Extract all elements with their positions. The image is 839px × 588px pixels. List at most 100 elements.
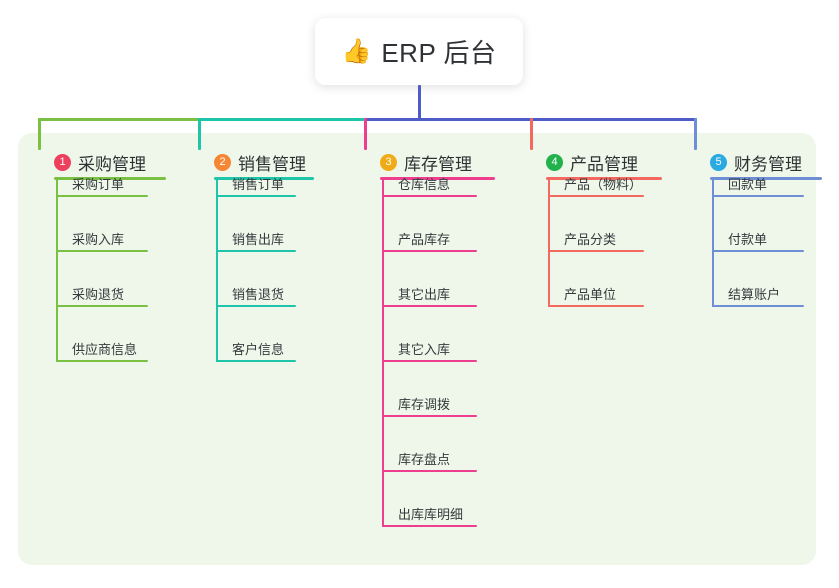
leaf-node[interactable]: 出库库明细	[382, 499, 477, 527]
leaf-label: 采购订单	[72, 177, 125, 192]
branch-column-2: 2 销售管理销售订单销售出库销售退货客户信息	[196, 145, 336, 362]
leaf-label: 其它入库	[398, 342, 451, 357]
branch-header-rule-5	[710, 177, 822, 180]
leaf-label: 采购入库	[72, 232, 125, 247]
branch-title-3: 库存管理	[404, 154, 472, 174]
branch-column-1: 1 采购管理采购订单采购入库采购退货供应商信息	[36, 145, 188, 362]
leaf-label: 付款单	[728, 232, 768, 247]
leaf-label: 产品（物料）	[564, 177, 643, 192]
branch-title-5: 财务管理	[734, 154, 802, 174]
branch-badge-1: 1	[54, 153, 71, 171]
branch-title-2: 销售管理	[238, 154, 306, 174]
leaf-node[interactable]: 客户信息	[216, 334, 296, 362]
leaf-node[interactable]: 采购退货	[56, 279, 148, 307]
branch-column-3: 3 库存管理仓库信息产品库存其它出库其它入库库存调拨库存盘点出库库明细	[362, 145, 517, 527]
branch-trunk-3	[382, 178, 384, 527]
leaf-label: 库存调拨	[398, 397, 451, 412]
leaf-rule	[548, 250, 644, 252]
leaf-node[interactable]: 回款单	[712, 169, 804, 197]
leaf-node[interactable]: 仓库信息	[382, 169, 477, 197]
leaf-node[interactable]: 其它入库	[382, 334, 477, 362]
leaf-rule	[216, 305, 296, 307]
branch-header-rule-3	[380, 177, 495, 180]
leaf-label: 销售订单	[232, 177, 285, 192]
leaf-label: 仓库信息	[398, 177, 451, 192]
branch-header-rule-1	[54, 177, 166, 180]
branch-trunk-5	[712, 178, 714, 307]
drop-col-5	[694, 118, 697, 150]
leaf-rule	[56, 195, 148, 197]
leaf-label: 结算账户	[728, 287, 781, 302]
leaf-node[interactable]: 产品单位	[548, 279, 644, 307]
leaf-rule	[216, 195, 296, 197]
leaf-label: 客户信息	[232, 342, 285, 357]
thumbs-up-icon: 👍	[341, 37, 372, 65]
leaf-node[interactable]: 供应商信息	[56, 334, 148, 362]
leaf-node[interactable]: 库存盘点	[382, 444, 477, 472]
leaf-node[interactable]: 采购订单	[56, 169, 148, 197]
leaf-label: 出库库明细	[398, 507, 464, 522]
leaf-rule	[382, 195, 477, 197]
leaf-rule	[56, 305, 148, 307]
leaf-node[interactable]: 库存调拨	[382, 389, 477, 417]
leaf-label: 产品库存	[398, 232, 451, 247]
leaf-rule	[216, 360, 296, 362]
leaf-label: 销售出库	[232, 232, 285, 247]
branch-header-1[interactable]: 1 采购管理	[36, 145, 188, 179]
root-node[interactable]: 👍 ERP 后台	[315, 18, 523, 85]
branch-title-1: 采购管理	[78, 154, 146, 174]
leaf-node[interactable]: 销售订单	[216, 169, 296, 197]
leaf-rule	[382, 470, 477, 472]
leaf-label: 产品单位	[564, 287, 617, 302]
drop-col-1	[38, 118, 41, 150]
branch-trunk-2	[216, 178, 218, 362]
leaf-node[interactable]: 销售退货	[216, 279, 296, 307]
leaf-label: 产品分类	[564, 232, 617, 247]
leaf-node[interactable]: 采购入库	[56, 224, 148, 252]
drop-col-3	[364, 118, 367, 150]
leaf-node[interactable]: 结算账户	[712, 279, 804, 307]
leaf-label: 库存盘点	[398, 452, 451, 467]
drop-col-4	[530, 118, 533, 150]
branch-badge-2: 2	[214, 153, 231, 171]
leaf-node[interactable]: 产品（物料）	[548, 169, 644, 197]
leaf-node[interactable]: 付款单	[712, 224, 804, 252]
leaf-label: 销售退货	[232, 287, 285, 302]
leaf-node[interactable]: 产品分类	[548, 224, 644, 252]
leaf-rule	[548, 195, 644, 197]
leaf-rule	[216, 250, 296, 252]
leaf-rule	[382, 305, 477, 307]
leaf-label: 其它出库	[398, 287, 451, 302]
branch-header-rule-2	[214, 177, 314, 180]
diagram-panel	[18, 133, 816, 565]
branch-header-2[interactable]: 2 销售管理	[196, 145, 336, 179]
leaf-node[interactable]: 其它出库	[382, 279, 477, 307]
leaf-label: 回款单	[728, 177, 768, 192]
branch-badge-3: 3	[380, 153, 397, 171]
branch-header-4[interactable]: 4 产品管理	[528, 145, 684, 179]
leaf-rule	[56, 360, 148, 362]
branch-trunk-4	[548, 178, 550, 307]
leaf-label: 供应商信息	[72, 342, 138, 357]
branch-badge-4: 4	[546, 153, 563, 171]
leaf-rule	[712, 250, 804, 252]
leaf-rule	[382, 250, 477, 252]
branch-title-4: 产品管理	[570, 154, 638, 174]
leaf-rule	[712, 305, 804, 307]
bus-mid-teal	[198, 118, 364, 121]
branch-header-3[interactable]: 3 库存管理	[362, 145, 517, 179]
leaf-node[interactable]: 产品库存	[382, 224, 477, 252]
branch-trunk-1	[56, 178, 58, 362]
leaf-rule	[712, 195, 804, 197]
root-node-title: ERP 后台	[381, 38, 497, 68]
leaf-label: 采购退货	[72, 287, 125, 302]
leaf-rule	[382, 360, 477, 362]
branch-column-4: 4 产品管理产品（物料） 产品分类产品单位	[528, 145, 684, 307]
leaf-rule	[56, 250, 148, 252]
leaf-node[interactable]: 销售出库	[216, 224, 296, 252]
drop-col-2	[198, 118, 201, 150]
leaf-rule	[548, 305, 644, 307]
